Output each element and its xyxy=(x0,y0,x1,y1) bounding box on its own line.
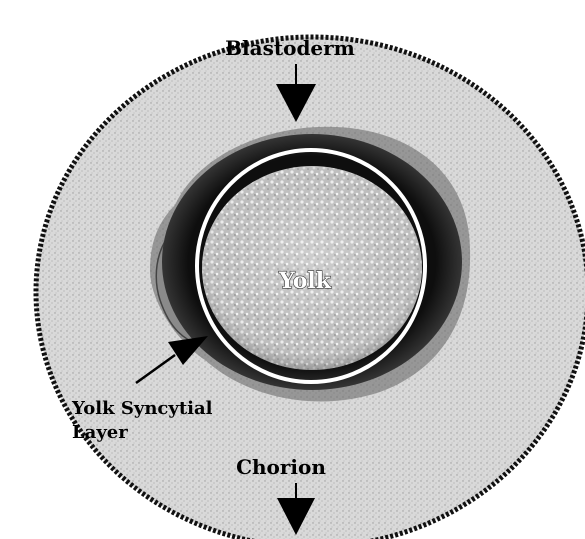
blastoderm-label: Blastoderm xyxy=(225,36,355,60)
ysl-label-line2: Layer xyxy=(72,422,128,443)
ysl-label-line1: Yolk Syncytial xyxy=(71,398,213,419)
yolk-label: Yolk xyxy=(278,268,332,294)
chorion-label: Chorion xyxy=(236,455,326,479)
